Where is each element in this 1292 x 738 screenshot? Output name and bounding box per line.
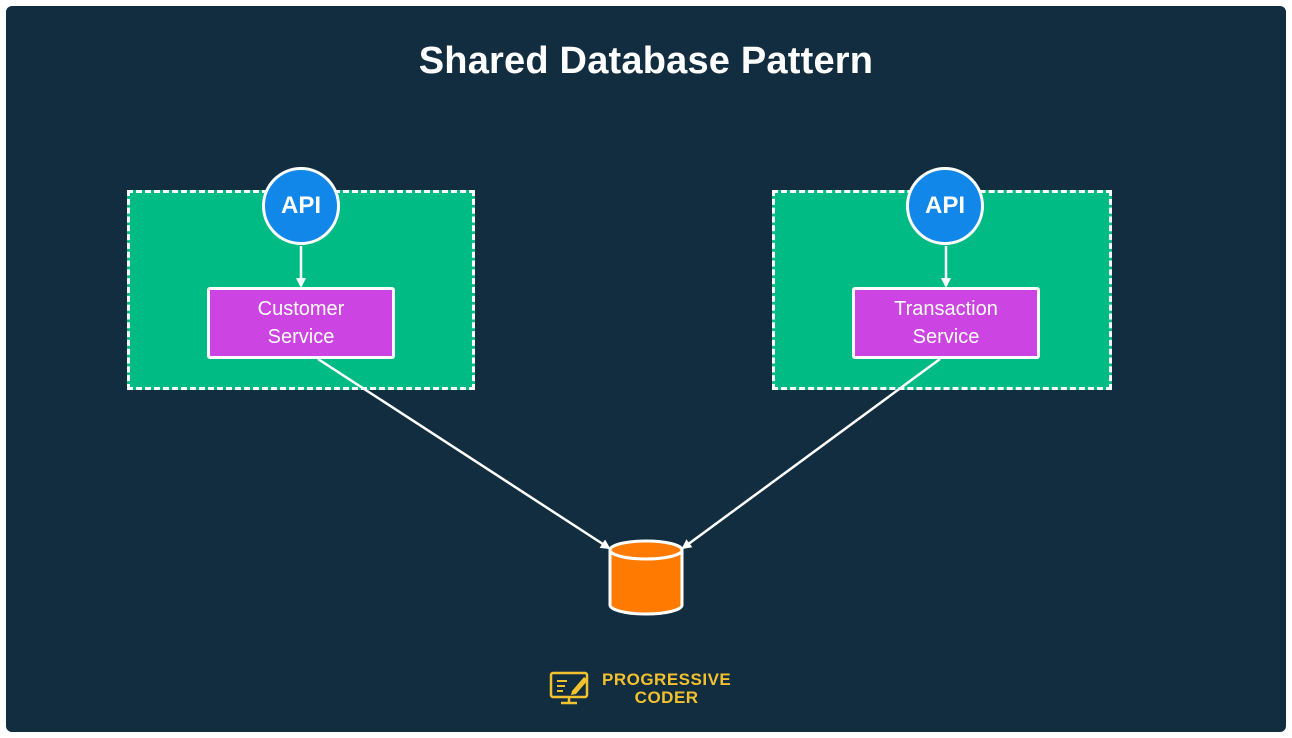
diagram-title: Shared Database Pattern (418, 40, 874, 82)
arrow-transaction-service-to-database (681, 357, 941, 550)
customer-service-box: Customer Service (207, 287, 395, 359)
diagram-canvas: Shared Database Pattern API API Customer… (6, 6, 1286, 732)
monitor-pencil-icon (549, 671, 589, 705)
customer-service-label: Customer Service (257, 298, 345, 348)
progressive-coder-logo: PROGRESSIVE CODER (548, 666, 748, 712)
transaction-service-label: Transaction Service (894, 298, 998, 348)
logo-wordmark: PROGRESSIVE CODER (602, 671, 731, 707)
arrow-customer-service-to-database (317, 357, 611, 550)
logo-line-1: PROGRESSIVE (602, 670, 732, 689)
transaction-api-node: API (906, 167, 984, 245)
database-cylinder-icon (608, 539, 684, 616)
transaction-service-box: Transaction Service (852, 287, 1040, 359)
diagram-connectors (296, 246, 951, 616)
customer-api-node: API (262, 167, 340, 245)
logo-line-2: CODER (634, 688, 699, 707)
